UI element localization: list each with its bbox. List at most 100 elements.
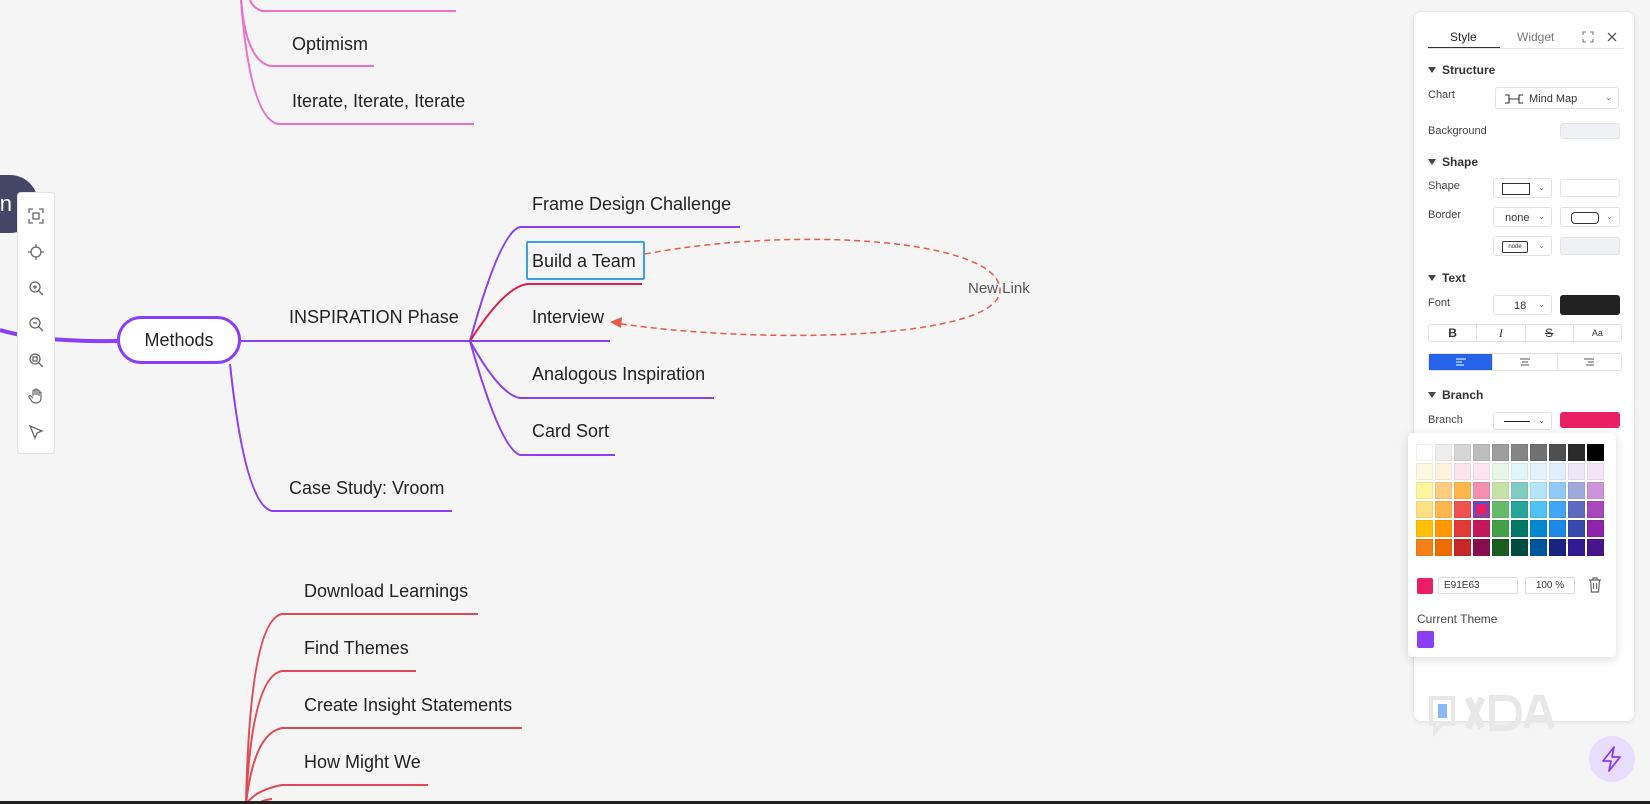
palette-swatch[interactable] bbox=[1435, 501, 1452, 518]
palette-swatch[interactable] bbox=[1454, 444, 1471, 461]
fit-screen-icon[interactable] bbox=[26, 206, 46, 226]
branch-line-select[interactable]: ⌄ bbox=[1493, 412, 1552, 430]
ai-assistant-button[interactable] bbox=[1589, 736, 1635, 782]
section-branch[interactable]: Branch bbox=[1428, 388, 1483, 402]
zoom-out-icon[interactable] bbox=[26, 314, 46, 334]
palette-swatch[interactable] bbox=[1416, 482, 1433, 499]
palette-swatch[interactable] bbox=[1511, 501, 1528, 518]
palette-swatch[interactable] bbox=[1473, 463, 1490, 480]
opacity-input[interactable]: 100 % bbox=[1525, 577, 1575, 594]
palette-swatch[interactable] bbox=[1473, 520, 1490, 537]
palette-swatch[interactable] bbox=[1435, 539, 1452, 556]
palette-swatch[interactable] bbox=[1454, 520, 1471, 537]
font-color-picker[interactable] bbox=[1560, 295, 1620, 315]
palette-swatch[interactable] bbox=[1511, 482, 1528, 499]
palette-swatch[interactable] bbox=[1416, 463, 1433, 480]
palette-swatch[interactable] bbox=[1530, 482, 1547, 499]
palette-swatch[interactable] bbox=[1530, 444, 1547, 461]
branch-color-picker[interactable] bbox=[1560, 412, 1620, 428]
palette-swatch[interactable] bbox=[1511, 520, 1528, 537]
link-label[interactable]: New Link bbox=[968, 280, 1030, 297]
palette-swatch[interactable] bbox=[1492, 539, 1509, 556]
palette-swatch[interactable] bbox=[1530, 520, 1547, 537]
palette-swatch[interactable] bbox=[1549, 520, 1566, 537]
locate-icon[interactable] bbox=[26, 242, 46, 262]
border-radius-select[interactable]: ⌄ bbox=[1560, 207, 1620, 227]
node-download-learnings[interactable]: Download Learnings bbox=[304, 581, 469, 601]
palette-swatch[interactable] bbox=[1511, 444, 1528, 461]
palette-swatch[interactable] bbox=[1587, 482, 1604, 499]
bold-button[interactable]: B bbox=[1429, 325, 1478, 341]
node-analogous-inspiration[interactable]: Analogous Inspiration bbox=[532, 364, 706, 384]
align-right-button[interactable] bbox=[1558, 354, 1621, 370]
close-icon[interactable] bbox=[1606, 31, 1618, 43]
palette-swatch[interactable] bbox=[1587, 520, 1604, 537]
italic-button[interactable]: I bbox=[1477, 325, 1526, 341]
palette-swatch[interactable] bbox=[1435, 520, 1452, 537]
palette-swatch[interactable] bbox=[1511, 539, 1528, 556]
node-style-select[interactable]: node ⌄ bbox=[1493, 236, 1552, 256]
palette-swatch[interactable] bbox=[1549, 539, 1566, 556]
palette-swatch[interactable] bbox=[1473, 539, 1490, 556]
section-shape[interactable]: Shape bbox=[1428, 155, 1478, 169]
node-frame-design-challenge[interactable]: Frame Design Challenge bbox=[532, 194, 732, 214]
palette-swatch[interactable] bbox=[1530, 501, 1547, 518]
border-style-select[interactable]: none ⌄ bbox=[1493, 207, 1552, 227]
zoom-reset-icon[interactable] bbox=[26, 350, 46, 370]
node-interview[interactable]: Interview bbox=[532, 307, 605, 327]
palette-swatch[interactable] bbox=[1549, 463, 1566, 480]
palette-swatch[interactable] bbox=[1416, 539, 1433, 556]
palette-swatch[interactable] bbox=[1568, 482, 1585, 499]
node-create-insight-statements[interactable]: Create Insight Statements bbox=[304, 695, 513, 715]
node-inspiration-phase[interactable]: INSPIRATION Phase bbox=[289, 307, 459, 327]
text-case-button[interactable]: Aa bbox=[1591, 328, 1603, 338]
strikethrough-button[interactable]: S bbox=[1526, 325, 1574, 341]
shape-select[interactable]: ⌄ bbox=[1493, 178, 1552, 198]
palette-swatch[interactable] bbox=[1530, 539, 1547, 556]
node-case-study[interactable]: Case Study: Vroom bbox=[289, 478, 445, 498]
hand-icon[interactable] bbox=[26, 386, 46, 406]
palette-swatch[interactable] bbox=[1416, 520, 1433, 537]
palette-swatch[interactable] bbox=[1473, 444, 1490, 461]
background-color-picker[interactable] bbox=[1560, 123, 1620, 139]
palette-swatch[interactable] bbox=[1454, 501, 1471, 518]
palette-swatch[interactable] bbox=[1568, 444, 1585, 461]
trash-icon[interactable] bbox=[1588, 577, 1602, 593]
tab-style[interactable]: Style bbox=[1450, 30, 1477, 44]
node-how-might-we[interactable]: How Might We bbox=[304, 752, 421, 772]
palette-swatch[interactable] bbox=[1416, 444, 1433, 461]
palette-swatch[interactable] bbox=[1435, 444, 1452, 461]
palette-swatch[interactable] bbox=[1587, 463, 1604, 480]
align-center-button[interactable] bbox=[1493, 354, 1558, 370]
palette-swatch[interactable] bbox=[1549, 501, 1566, 518]
palette-swatch[interactable] bbox=[1492, 520, 1509, 537]
palette-swatch[interactable] bbox=[1435, 463, 1452, 480]
palette-swatch[interactable] bbox=[1454, 463, 1471, 480]
pointer-icon[interactable] bbox=[26, 422, 46, 442]
palette-swatch[interactable] bbox=[1416, 501, 1433, 518]
tab-widget[interactable]: Widget bbox=[1517, 30, 1555, 44]
node-build-a-team[interactable]: Build a Team bbox=[532, 251, 636, 271]
palette-swatch[interactable] bbox=[1587, 501, 1604, 518]
font-size-select[interactable]: 18 ⌄ bbox=[1493, 295, 1552, 315]
node-optimism[interactable]: Optimism bbox=[292, 34, 368, 54]
palette-swatch[interactable] bbox=[1473, 482, 1490, 499]
palette-swatch[interactable] bbox=[1568, 463, 1585, 480]
theme-color-swatch[interactable] bbox=[1417, 631, 1434, 648]
palette-swatch[interactable] bbox=[1530, 463, 1547, 480]
node-iterate[interactable]: Iterate, Iterate, Iterate bbox=[292, 91, 466, 111]
node-fill-picker[interactable] bbox=[1560, 237, 1620, 255]
palette-swatch[interactable] bbox=[1492, 444, 1509, 461]
palette-swatch[interactable] bbox=[1492, 463, 1509, 480]
palette-swatch[interactable] bbox=[1568, 539, 1585, 556]
section-text[interactable]: Text bbox=[1428, 271, 1466, 285]
palette-swatch[interactable] bbox=[1568, 520, 1585, 537]
node-find-themes[interactable]: Find Themes bbox=[304, 638, 409, 658]
palette-swatch[interactable] bbox=[1435, 482, 1452, 499]
palette-swatch[interactable] bbox=[1473, 501, 1490, 518]
palette-swatch[interactable] bbox=[1587, 444, 1604, 461]
zoom-in-icon[interactable] bbox=[26, 278, 46, 298]
palette-swatch[interactable] bbox=[1549, 482, 1566, 499]
root-node-methods[interactable]: Methods bbox=[117, 316, 241, 364]
